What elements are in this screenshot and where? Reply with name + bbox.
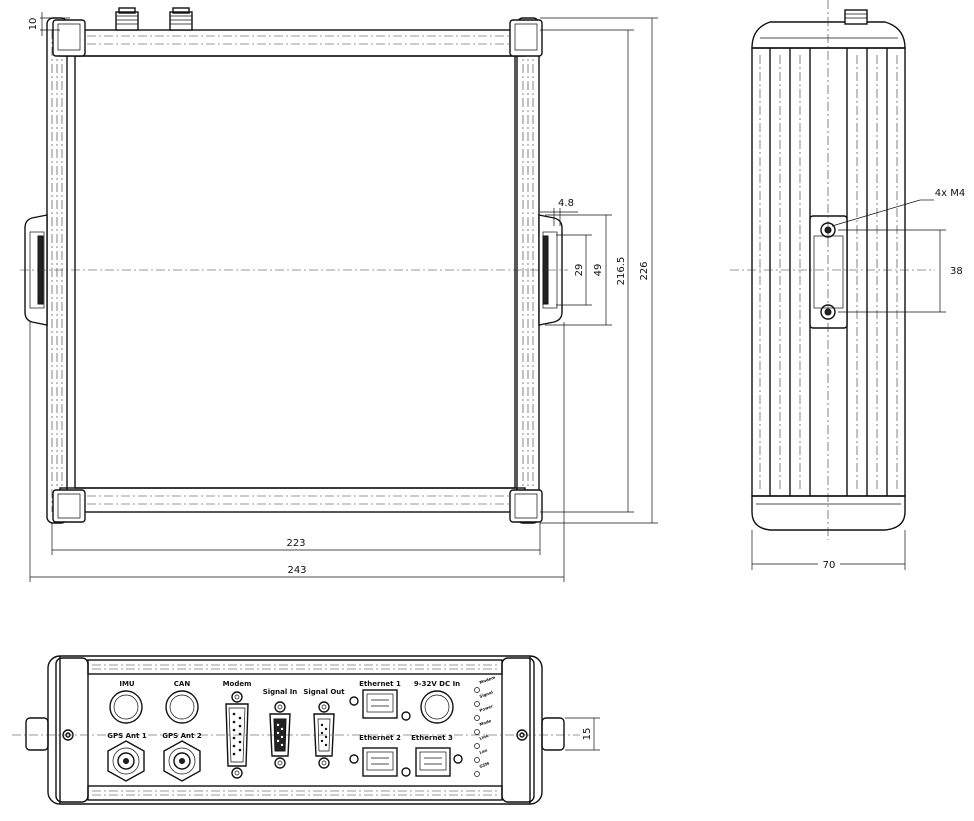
label-signal-in: Signal In	[263, 688, 298, 696]
top-view-dimensions: 10 4.8 29 49 216.5 226 223	[28, 12, 658, 582]
top-view	[20, 7, 568, 524]
label-can: CAN	[174, 680, 191, 688]
led-label-4: Link	[479, 733, 490, 741]
led-column: Modem Signal Power Mode Link Lan GSM	[474, 675, 496, 777]
dim-223: 223	[286, 538, 305, 549]
dc-in-connector	[420, 690, 454, 724]
dim-4-8: 4.8	[558, 198, 574, 209]
dim-38: 38	[950, 266, 963, 277]
led-label-6: GSM	[479, 761, 490, 769]
label-dc-in: 9-32V DC In	[414, 680, 460, 688]
can-connector	[165, 690, 199, 724]
sma-connector-top-left	[115, 7, 139, 31]
led-label-1: Signal	[479, 689, 494, 699]
led-label-0: Modem	[479, 675, 496, 685]
sma-connector-top-right	[169, 7, 193, 31]
signal-in-connector	[269, 701, 291, 769]
dim-226: 226	[639, 261, 650, 280]
side-view-dimensions: 4x M4 38 70	[751, 188, 965, 571]
label-ethernet-1: Ethernet 1	[359, 680, 401, 688]
label-signal-out: Signal Out	[303, 688, 345, 696]
front-view: IMU CAN GPS Ant 1 GPS Ant 2 Modem	[12, 655, 580, 805]
label-gps-ant-2: GPS Ant 2	[162, 732, 202, 740]
mount-holes-label: 4x M4	[935, 188, 965, 199]
dim-49: 49	[593, 264, 604, 277]
label-imu: IMU	[119, 680, 135, 688]
modem-connector	[225, 691, 249, 779]
label-ethernet-3: Ethernet 3	[411, 734, 453, 742]
dim-243: 243	[287, 565, 306, 576]
signal-out-connector	[313, 701, 335, 769]
dim-70: 70	[823, 560, 836, 571]
side-view	[730, 0, 935, 540]
ethernet-2-port	[349, 747, 411, 777]
dim-29: 29	[574, 264, 585, 277]
front-view-dimensions: 15	[565, 717, 600, 751]
gps-ant-1-connector	[107, 740, 145, 782]
imu-connector	[109, 690, 143, 724]
gps-ant-2-connector	[163, 740, 201, 782]
label-gps-ant-1: GPS Ant 1	[107, 732, 147, 740]
dim-15: 15	[582, 728, 593, 741]
led-label-5: Lan	[479, 747, 488, 755]
dim-10: 10	[28, 18, 39, 31]
label-modem: Modem	[223, 680, 252, 688]
dim-216-5: 216.5	[616, 257, 627, 286]
led-label-2: Power	[479, 703, 494, 713]
ethernet-3-port	[415, 747, 463, 777]
ethernet-1-port	[349, 689, 411, 721]
label-ethernet-2: Ethernet 2	[359, 734, 401, 742]
led-label-3: Mode	[479, 718, 493, 727]
